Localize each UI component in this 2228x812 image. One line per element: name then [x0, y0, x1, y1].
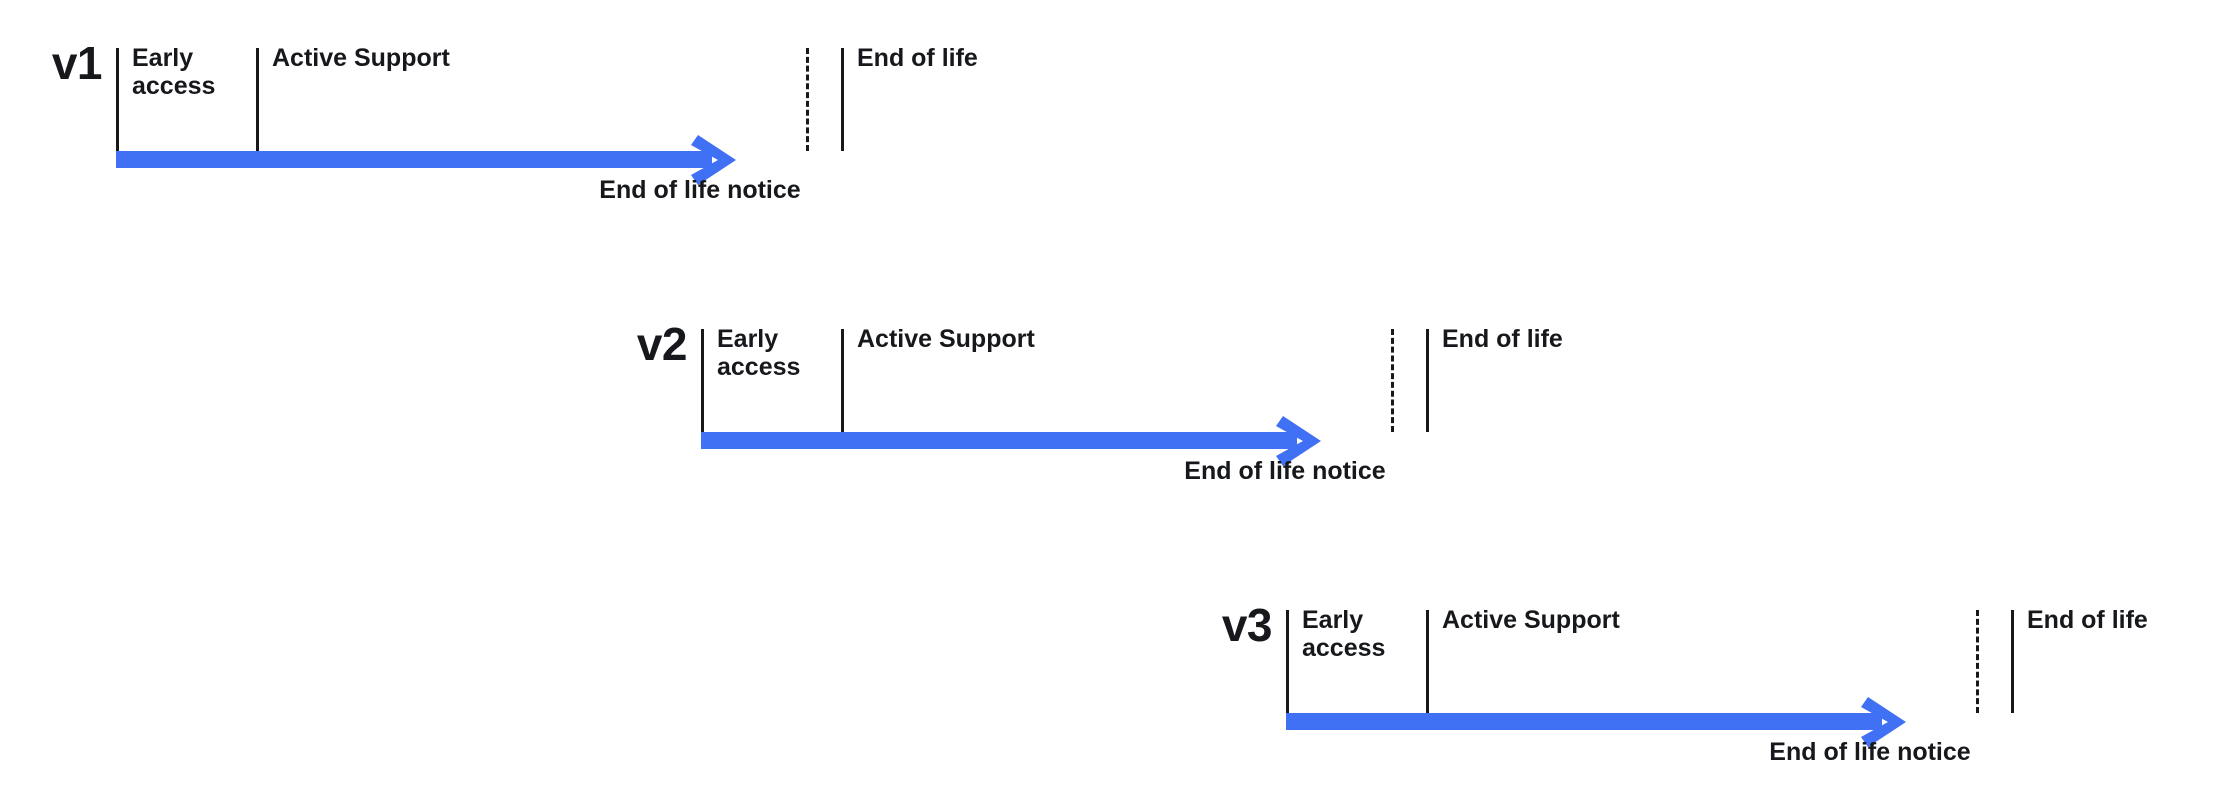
phase-label-early-access-v3: Early access: [1302, 606, 1386, 662]
lifecycle-bar-v2: [701, 432, 1297, 449]
divider-end-of-life-v1: [841, 48, 844, 151]
divider-early-access-v1: [256, 48, 259, 151]
divider-early-access-v2: [841, 329, 844, 432]
phase-label-early-access-v1: Early access: [132, 44, 216, 100]
right-arrow-icon-v3: [1860, 695, 1914, 749]
divider-eol-notice-v3: [1976, 610, 1979, 713]
right-arrow-icon-v1: [690, 133, 744, 187]
divider-eol-notice-v2: [1391, 329, 1394, 432]
divider-start-v1: [116, 48, 119, 151]
version-label-v3: v3: [1221, 599, 1273, 651]
right-arrow-icon-v2: [1275, 414, 1329, 468]
divider-start-v2: [701, 329, 704, 432]
end-of-life-notice-label-v2: End of life notice: [1184, 457, 1386, 485]
divider-eol-notice-v1: [806, 48, 809, 151]
divider-start-v3: [1286, 610, 1289, 713]
phase-label-active-support-v3: Active Support: [1442, 606, 1620, 634]
version-label-v2: v2: [636, 318, 688, 370]
phase-label-end-of-life-v3: End of life: [2027, 606, 2148, 634]
end-of-life-notice-label-v1: End of life notice: [599, 176, 801, 204]
divider-early-access-v3: [1426, 610, 1429, 713]
lifecycle-bar-v1: [116, 151, 712, 168]
phase-label-active-support-v1: Active Support: [272, 44, 450, 72]
end-of-life-notice-label-v3: End of life notice: [1769, 738, 1971, 766]
version-label-v1: v1: [51, 37, 103, 89]
phase-label-early-access-v2: Early access: [717, 325, 801, 381]
phase-label-end-of-life-v2: End of life: [1442, 325, 1563, 353]
divider-end-of-life-v2: [1426, 329, 1429, 432]
divider-end-of-life-v3: [2011, 610, 2014, 713]
phase-label-active-support-v2: Active Support: [857, 325, 1035, 353]
phase-label-end-of-life-v1: End of life: [857, 44, 978, 72]
lifecycle-bar-v3: [1286, 713, 1882, 730]
